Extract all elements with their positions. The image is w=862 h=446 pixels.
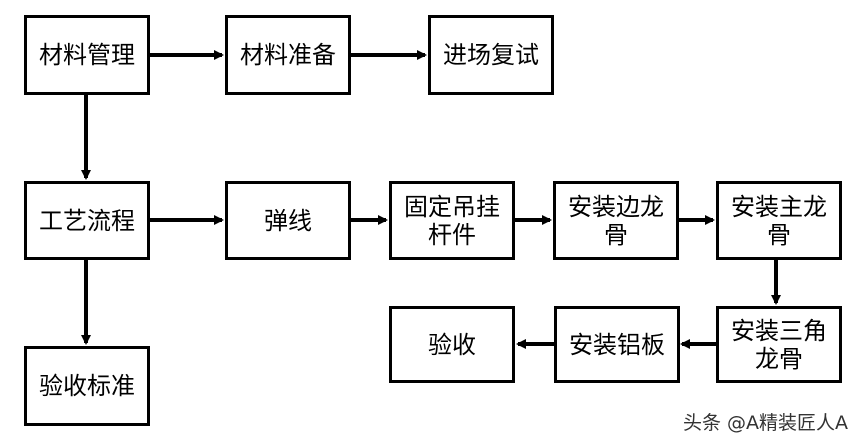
node-install-aluminum-panel: 安装铝板 xyxy=(554,306,680,383)
node-entry-retest: 进场复试 xyxy=(428,15,554,95)
node-fix-hanger-rods: 固定吊挂 杆件 xyxy=(389,181,515,260)
node-process-flow: 工艺流程 xyxy=(24,181,150,260)
node-snap-line: 弹线 xyxy=(225,181,351,260)
node-install-edge-keel: 安装边龙 骨 xyxy=(553,181,679,260)
node-install-triangle-keel: 安装三角 龙骨 xyxy=(716,306,842,383)
node-acceptance: 验收 xyxy=(389,306,515,383)
node-install-main-keel: 安装主龙 骨 xyxy=(716,181,842,260)
node-acceptance-standard: 验收标准 xyxy=(24,346,150,426)
watermark: 头条 @A精装匠人A xyxy=(682,412,848,434)
node-material-preparation: 材料准备 xyxy=(225,15,351,95)
node-material-management: 材料管理 xyxy=(24,15,150,95)
